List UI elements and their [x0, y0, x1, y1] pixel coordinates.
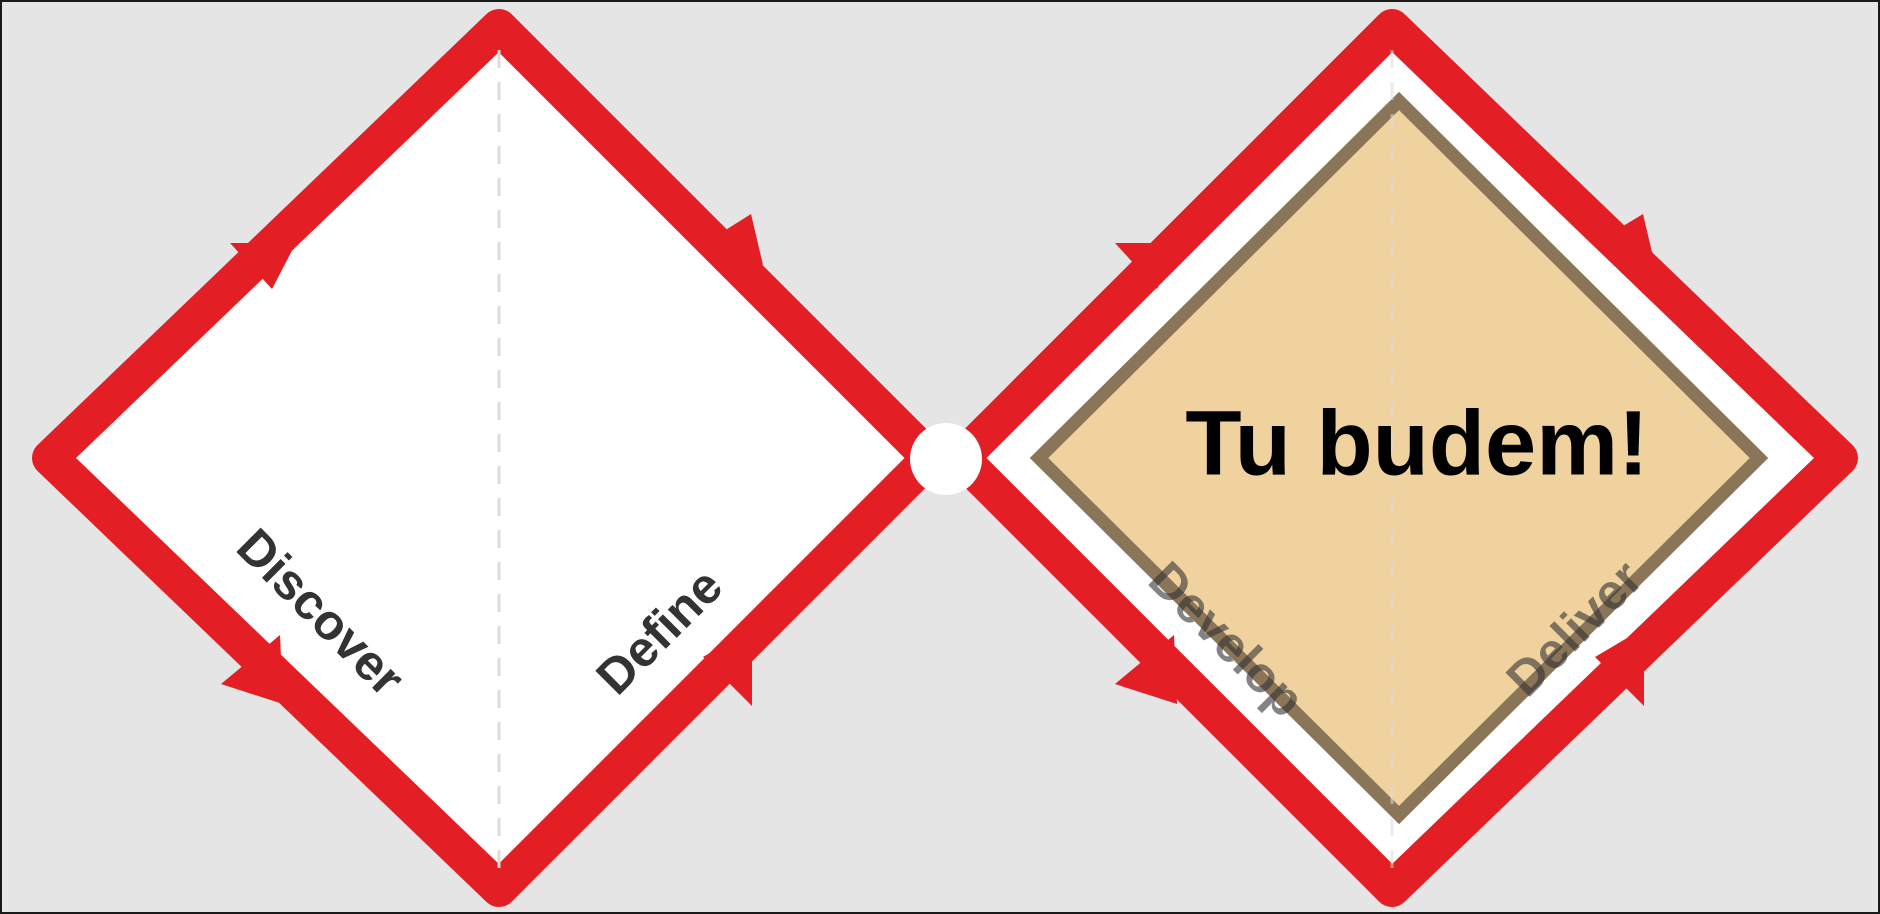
arrow-icon: [1115, 635, 1177, 704]
center-connector: [910, 423, 982, 495]
arrow-icon: [1595, 628, 1644, 706]
left-diamond: [32, 9, 948, 907]
arrow-icon: [703, 628, 752, 706]
left-diamond-outline: [32, 9, 948, 907]
arrow-icon: [230, 243, 296, 289]
arrow-icon: [1595, 214, 1655, 265]
arrow-icon: [1115, 243, 1181, 289]
arrow-icon: [705, 214, 763, 265]
arrow-icon: [221, 635, 283, 704]
direction-arrows: [221, 214, 1655, 706]
highlight-text: Tu budem!: [1185, 392, 1648, 494]
highlight-diamond: [1029, 91, 1769, 825]
